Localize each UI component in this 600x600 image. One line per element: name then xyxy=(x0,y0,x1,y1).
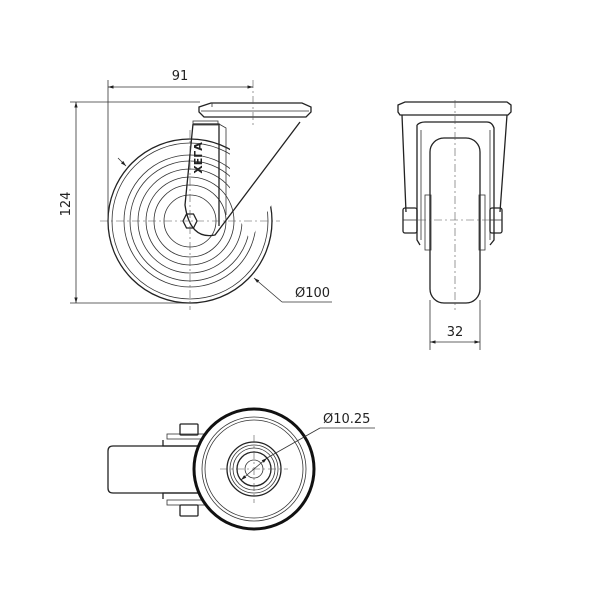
swivel-bracket xyxy=(184,120,305,240)
dimension-wheel-width: 32 xyxy=(429,300,481,350)
brand-logo: XEΓA xyxy=(192,142,205,174)
dimension-height-124: 124 xyxy=(59,101,200,304)
nut-top-icon xyxy=(179,423,199,436)
dim-wheel-width-label: 32 xyxy=(447,325,464,340)
dim-height-label: 124 xyxy=(59,192,74,217)
dimension-wheel-diameter: Ø100 xyxy=(117,157,332,303)
dim-diameter-label: Ø100 xyxy=(295,286,330,301)
bottom-view xyxy=(107,407,316,531)
dimension-bore-diameter: Ø10.25 xyxy=(240,412,375,481)
side-view xyxy=(397,100,512,310)
dimension-width-91: 91 xyxy=(107,69,253,220)
dim-bore-label: Ø10.25 xyxy=(323,412,370,427)
nut-right-icon xyxy=(489,207,503,234)
dim-width-label: 91 xyxy=(172,69,189,84)
nut-left-icon xyxy=(402,207,418,234)
nut-bottom-icon xyxy=(179,504,199,517)
top-plate xyxy=(198,102,312,118)
front-view: XEΓA xyxy=(100,80,312,310)
